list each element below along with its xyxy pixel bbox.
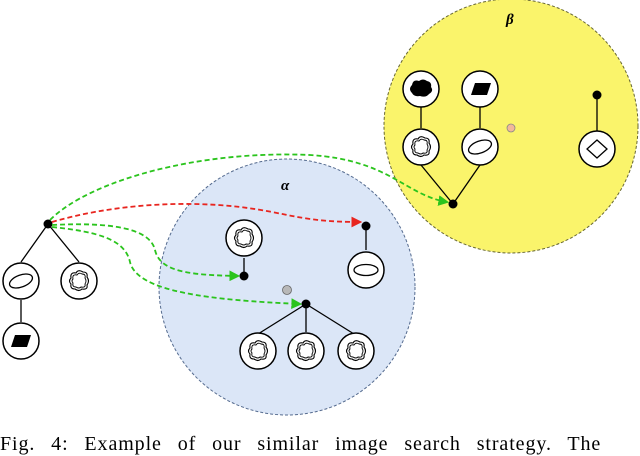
- query-ellipse-node: [2, 262, 40, 300]
- blob-icon: [410, 79, 433, 97]
- alpha-cloud-node: [337, 332, 375, 370]
- query-tree: [2, 219, 98, 360]
- cluster-alpha-centroid: [282, 285, 292, 295]
- arrow-to-beta: [49, 153, 450, 221]
- alpha-tree-3-root: [301, 299, 311, 309]
- ellipse-icon: [353, 263, 379, 277]
- cloud-icon: [345, 340, 367, 362]
- cloud-icon: [295, 340, 317, 362]
- alpha-tree-3: [239, 299, 375, 370]
- beta-tree-1: [402, 70, 499, 209]
- beta-tree-2: [578, 90, 616, 168]
- query-parallelogram-node: [2, 322, 40, 360]
- beta-ellipse-node: [461, 128, 499, 166]
- alpha-cloud-node: [239, 332, 277, 370]
- beta-parallelogram-node: [461, 70, 499, 108]
- beta-cloud-node: [402, 128, 440, 166]
- beta-diamond-node: [578, 130, 616, 168]
- alpha-tree-1-root: [239, 271, 249, 281]
- beta-tree-2-root: [592, 90, 602, 100]
- diamond-icon: [586, 139, 608, 159]
- figure-caption: Fig. 4: Example of our similar image sea…: [0, 433, 602, 455]
- alpha-tree-1: [225, 219, 263, 281]
- cluster-beta-centroid: [506, 123, 516, 133]
- alpha-tree-2-root: [361, 221, 371, 231]
- beta-blob-node: [402, 70, 440, 108]
- cloud-icon: [247, 340, 269, 362]
- cluster-beta-label: β: [505, 12, 514, 28]
- arrow-to-alpha-tree-1: [51, 223, 241, 282]
- arrow-to-alpha-tree-2: [51, 203, 363, 228]
- arrow-to-alpha-tree-3: [51, 226, 303, 310]
- cluster-beta: β: [383, 0, 639, 254]
- alpha-cloud-node: [287, 332, 325, 370]
- alpha-cloud-node: [225, 219, 263, 257]
- beta-tree-1-root: [448, 199, 458, 209]
- cloud-icon: [233, 227, 255, 249]
- search-arrows: [49, 153, 450, 310]
- query-cloud-node: [60, 262, 98, 300]
- cloud-icon: [410, 136, 432, 158]
- alpha-tree-2: [347, 221, 385, 289]
- alpha-ellipse-node: [347, 251, 385, 289]
- query-root-node: [43, 219, 53, 229]
- cluster-alpha-label: α: [281, 178, 290, 194]
- cluster-alpha: α: [158, 158, 416, 416]
- cloud-icon: [68, 270, 90, 292]
